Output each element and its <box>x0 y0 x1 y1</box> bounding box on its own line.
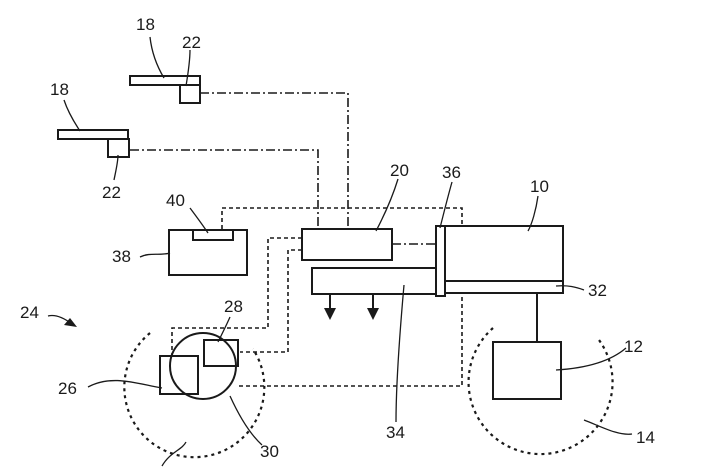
front-hub-assembly <box>159 332 239 400</box>
reference-numerals: 18 22 18 22 20 36 10 40 38 32 24 28 12 2… <box>20 15 655 461</box>
hub-motor-box <box>159 355 199 395</box>
data-line-loop-top <box>221 207 463 387</box>
sensor-box-upper <box>179 84 201 104</box>
rear-drive-unit <box>492 341 562 400</box>
leader-28 <box>217 316 231 343</box>
label-18a: 18 <box>136 15 155 34</box>
sensor-lower <box>57 129 130 158</box>
leader-18b <box>63 99 81 132</box>
leader-20 <box>375 178 399 232</box>
leader-10 <box>527 195 539 232</box>
leader-36 <box>439 181 453 229</box>
leader-18a <box>149 36 165 79</box>
leader-14 <box>583 419 633 435</box>
battery-cutout <box>192 230 234 241</box>
label-24: 24 <box>20 303 39 322</box>
label-28: 28 <box>224 297 243 316</box>
label-12: 12 <box>624 337 643 356</box>
leader-30 <box>229 395 263 446</box>
label-32: 32 <box>588 281 607 300</box>
coupling-plate <box>435 225 446 297</box>
leader-26 <box>87 379 163 389</box>
battery-housing <box>168 229 248 276</box>
transmission-block <box>311 267 437 295</box>
leader-22b <box>113 154 119 181</box>
label-14: 14 <box>636 428 655 447</box>
output-arrow-right <box>367 308 379 320</box>
label-10: 10 <box>530 177 549 196</box>
signal-lines <box>130 92 436 245</box>
leader-wheel-front <box>161 441 187 467</box>
motor-base-plate <box>444 280 564 294</box>
output-arrow-left <box>324 308 336 320</box>
leader-32 <box>555 285 585 291</box>
label-18b: 18 <box>50 80 69 99</box>
hub-ring <box>169 332 237 400</box>
leader-22a <box>185 49 191 87</box>
label-22b: 22 <box>102 183 121 202</box>
label-26: 26 <box>58 379 77 398</box>
label-30: 30 <box>260 442 279 461</box>
leader-40 <box>189 207 209 234</box>
signal-line-lower-sensor <box>130 149 319 230</box>
label-40: 40 <box>166 191 185 210</box>
signal-line-upper-sensor <box>200 92 349 230</box>
label-22a: 22 <box>182 33 201 52</box>
wheel-outlines <box>123 327 614 459</box>
data-line-lower-branch <box>240 249 302 353</box>
sensor-arm-upper <box>129 75 201 86</box>
data-lines <box>171 207 463 387</box>
leader-34 <box>395 284 405 423</box>
arrow-24-head <box>64 318 77 327</box>
sensor-box-lower <box>107 138 130 158</box>
hub-sensor-box <box>203 339 239 367</box>
motor-box <box>444 225 564 282</box>
battery-unit <box>168 229 248 276</box>
leader-12 <box>555 347 627 371</box>
reference-arrow-24 <box>47 314 77 327</box>
wheel-rear-outline <box>467 327 614 456</box>
controller-box <box>301 228 393 261</box>
gear-housing <box>311 267 437 320</box>
wheel-front-outline <box>123 332 266 459</box>
label-34: 34 <box>386 423 405 442</box>
label-36: 36 <box>442 163 461 182</box>
label-38: 38 <box>112 247 131 266</box>
sensor-upper <box>129 75 201 104</box>
sensor-arm-lower <box>57 129 129 140</box>
data-line-left-branch <box>171 237 302 358</box>
leader-lines <box>63 36 633 467</box>
leader-38 <box>139 252 171 258</box>
label-20: 20 <box>390 161 409 180</box>
